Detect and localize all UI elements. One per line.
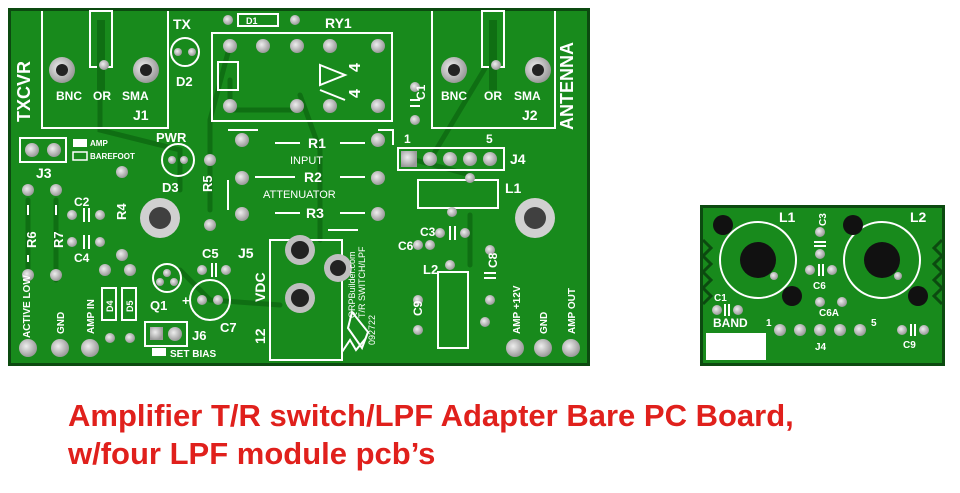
or-label-2: OR [484, 89, 502, 103]
set-bias-label: SET BIAS [170, 349, 216, 360]
amp-in-label: AMP IN [86, 299, 97, 334]
ry1-label: RY1 [325, 15, 352, 31]
attenuator-label: ATTENUATOR [263, 189, 336, 201]
l1-label: L1 [505, 180, 522, 196]
lpf-c9-label: C9 [903, 340, 916, 351]
attenuator-resistors [227, 129, 394, 231]
j3-header [19, 137, 88, 163]
qrp-date-label: 092722 [367, 315, 377, 345]
d1-label: D1 [246, 16, 258, 26]
txcvr-label: TXCVR [14, 61, 34, 122]
caption-line-2: w/four LPF module pcb’s [68, 436, 436, 471]
j2-label: J2 [522, 107, 538, 123]
j4-pin5-label: 5 [486, 132, 493, 146]
pwr-label: PWR [156, 130, 187, 145]
c1-label: C1 [414, 84, 428, 100]
qrp-logo [341, 309, 370, 353]
d2-label: D2 [176, 74, 193, 89]
relay-ry1: 4 4 [211, 32, 393, 122]
caption-line-1: Amplifier T/R switch/LPF Adapter Bare PC… [68, 398, 794, 433]
qrp-site-label: QRPBuilder.com [347, 251, 357, 318]
band-label-pad [706, 333, 766, 360]
vdc-label: VDC [252, 272, 268, 302]
l2-label: L2 [423, 262, 438, 277]
bnc-label-1: BNC [56, 89, 82, 103]
qrp-board-label: T/R SWITCH/LPF [357, 246, 367, 318]
j4-label: J4 [510, 151, 526, 167]
twelve-label: 12 [252, 328, 268, 344]
tx-label: TX [173, 16, 192, 32]
or-label-1: OR [93, 89, 111, 103]
c2-label: C2 [74, 195, 90, 209]
lpf-c3-label: C3 [818, 213, 829, 226]
d3-label: D3 [162, 180, 179, 195]
lpf-c6-label: C6 [813, 281, 826, 292]
antenna-label: ANTENNA [557, 42, 577, 130]
gnd-label-1: GND [56, 312, 67, 334]
lpf-j4-label: J4 [815, 342, 827, 353]
svg-text:4: 4 [347, 89, 364, 98]
gnd-label-2: GND [539, 312, 550, 334]
lpf-module-board: L1 L2 C3 C6 C1 BAND C6A 1 5 J4 C9 [700, 205, 945, 366]
svg-text:4: 4 [347, 63, 364, 72]
bnc-label-2: BNC [441, 89, 467, 103]
main-board: 4 4 [8, 8, 590, 366]
r6-label: R6 [24, 231, 39, 248]
j2-connector [431, 10, 556, 129]
barefoot-label: BAREFOOT [90, 152, 135, 161]
d4-label: D4 [105, 300, 115, 312]
lpf-l1-label: L1 [779, 209, 796, 225]
c6-label: C6 [398, 239, 414, 253]
plus-label: + [182, 293, 190, 308]
amp-label: AMP [90, 139, 108, 148]
lpf-pin5-label: 5 [871, 318, 877, 329]
r2-label: R2 [304, 169, 322, 185]
r4-label: R4 [114, 203, 129, 220]
lpf-pin1-label: 1 [766, 318, 772, 329]
j1-label: J1 [133, 107, 149, 123]
j5-label: J5 [238, 245, 254, 261]
j4-header [397, 147, 505, 171]
c7-label: C7 [220, 320, 237, 335]
c9-label: C9 [411, 300, 425, 316]
input-label: INPUT [290, 155, 323, 167]
j4-pin1-label: 1 [404, 132, 411, 146]
lpf-c1-label: C1 [714, 293, 727, 304]
active-low-label: ACTIVE LOW [22, 275, 33, 338]
r7-label: R7 [51, 231, 66, 248]
j1-connector [41, 10, 169, 129]
sma-label-2: SMA [514, 89, 541, 103]
lpf-c6a-label: C6A [819, 308, 839, 319]
r3-label: R3 [306, 205, 324, 221]
r5-label: R5 [200, 175, 215, 192]
traces [25, 42, 493, 308]
d5-label: D5 [125, 300, 135, 312]
j6-label: J6 [192, 328, 206, 343]
sma-label-1: SMA [122, 89, 149, 103]
amp-12v-label: AMP +12V [512, 285, 523, 334]
c4-label: C4 [74, 251, 90, 265]
j3-label: J3 [36, 165, 52, 181]
j5-power-jack [269, 235, 352, 361]
c5-label: C5 [202, 246, 219, 261]
lpf-l2-label: L2 [910, 209, 927, 225]
c3-label: C3 [420, 225, 436, 239]
c8-label: C8 [486, 252, 500, 268]
amp-out-label: AMP OUT [567, 288, 578, 334]
r1-label: R1 [308, 135, 326, 151]
lpf-band-label: BAND [713, 316, 748, 330]
q1-label: Q1 [150, 298, 167, 313]
